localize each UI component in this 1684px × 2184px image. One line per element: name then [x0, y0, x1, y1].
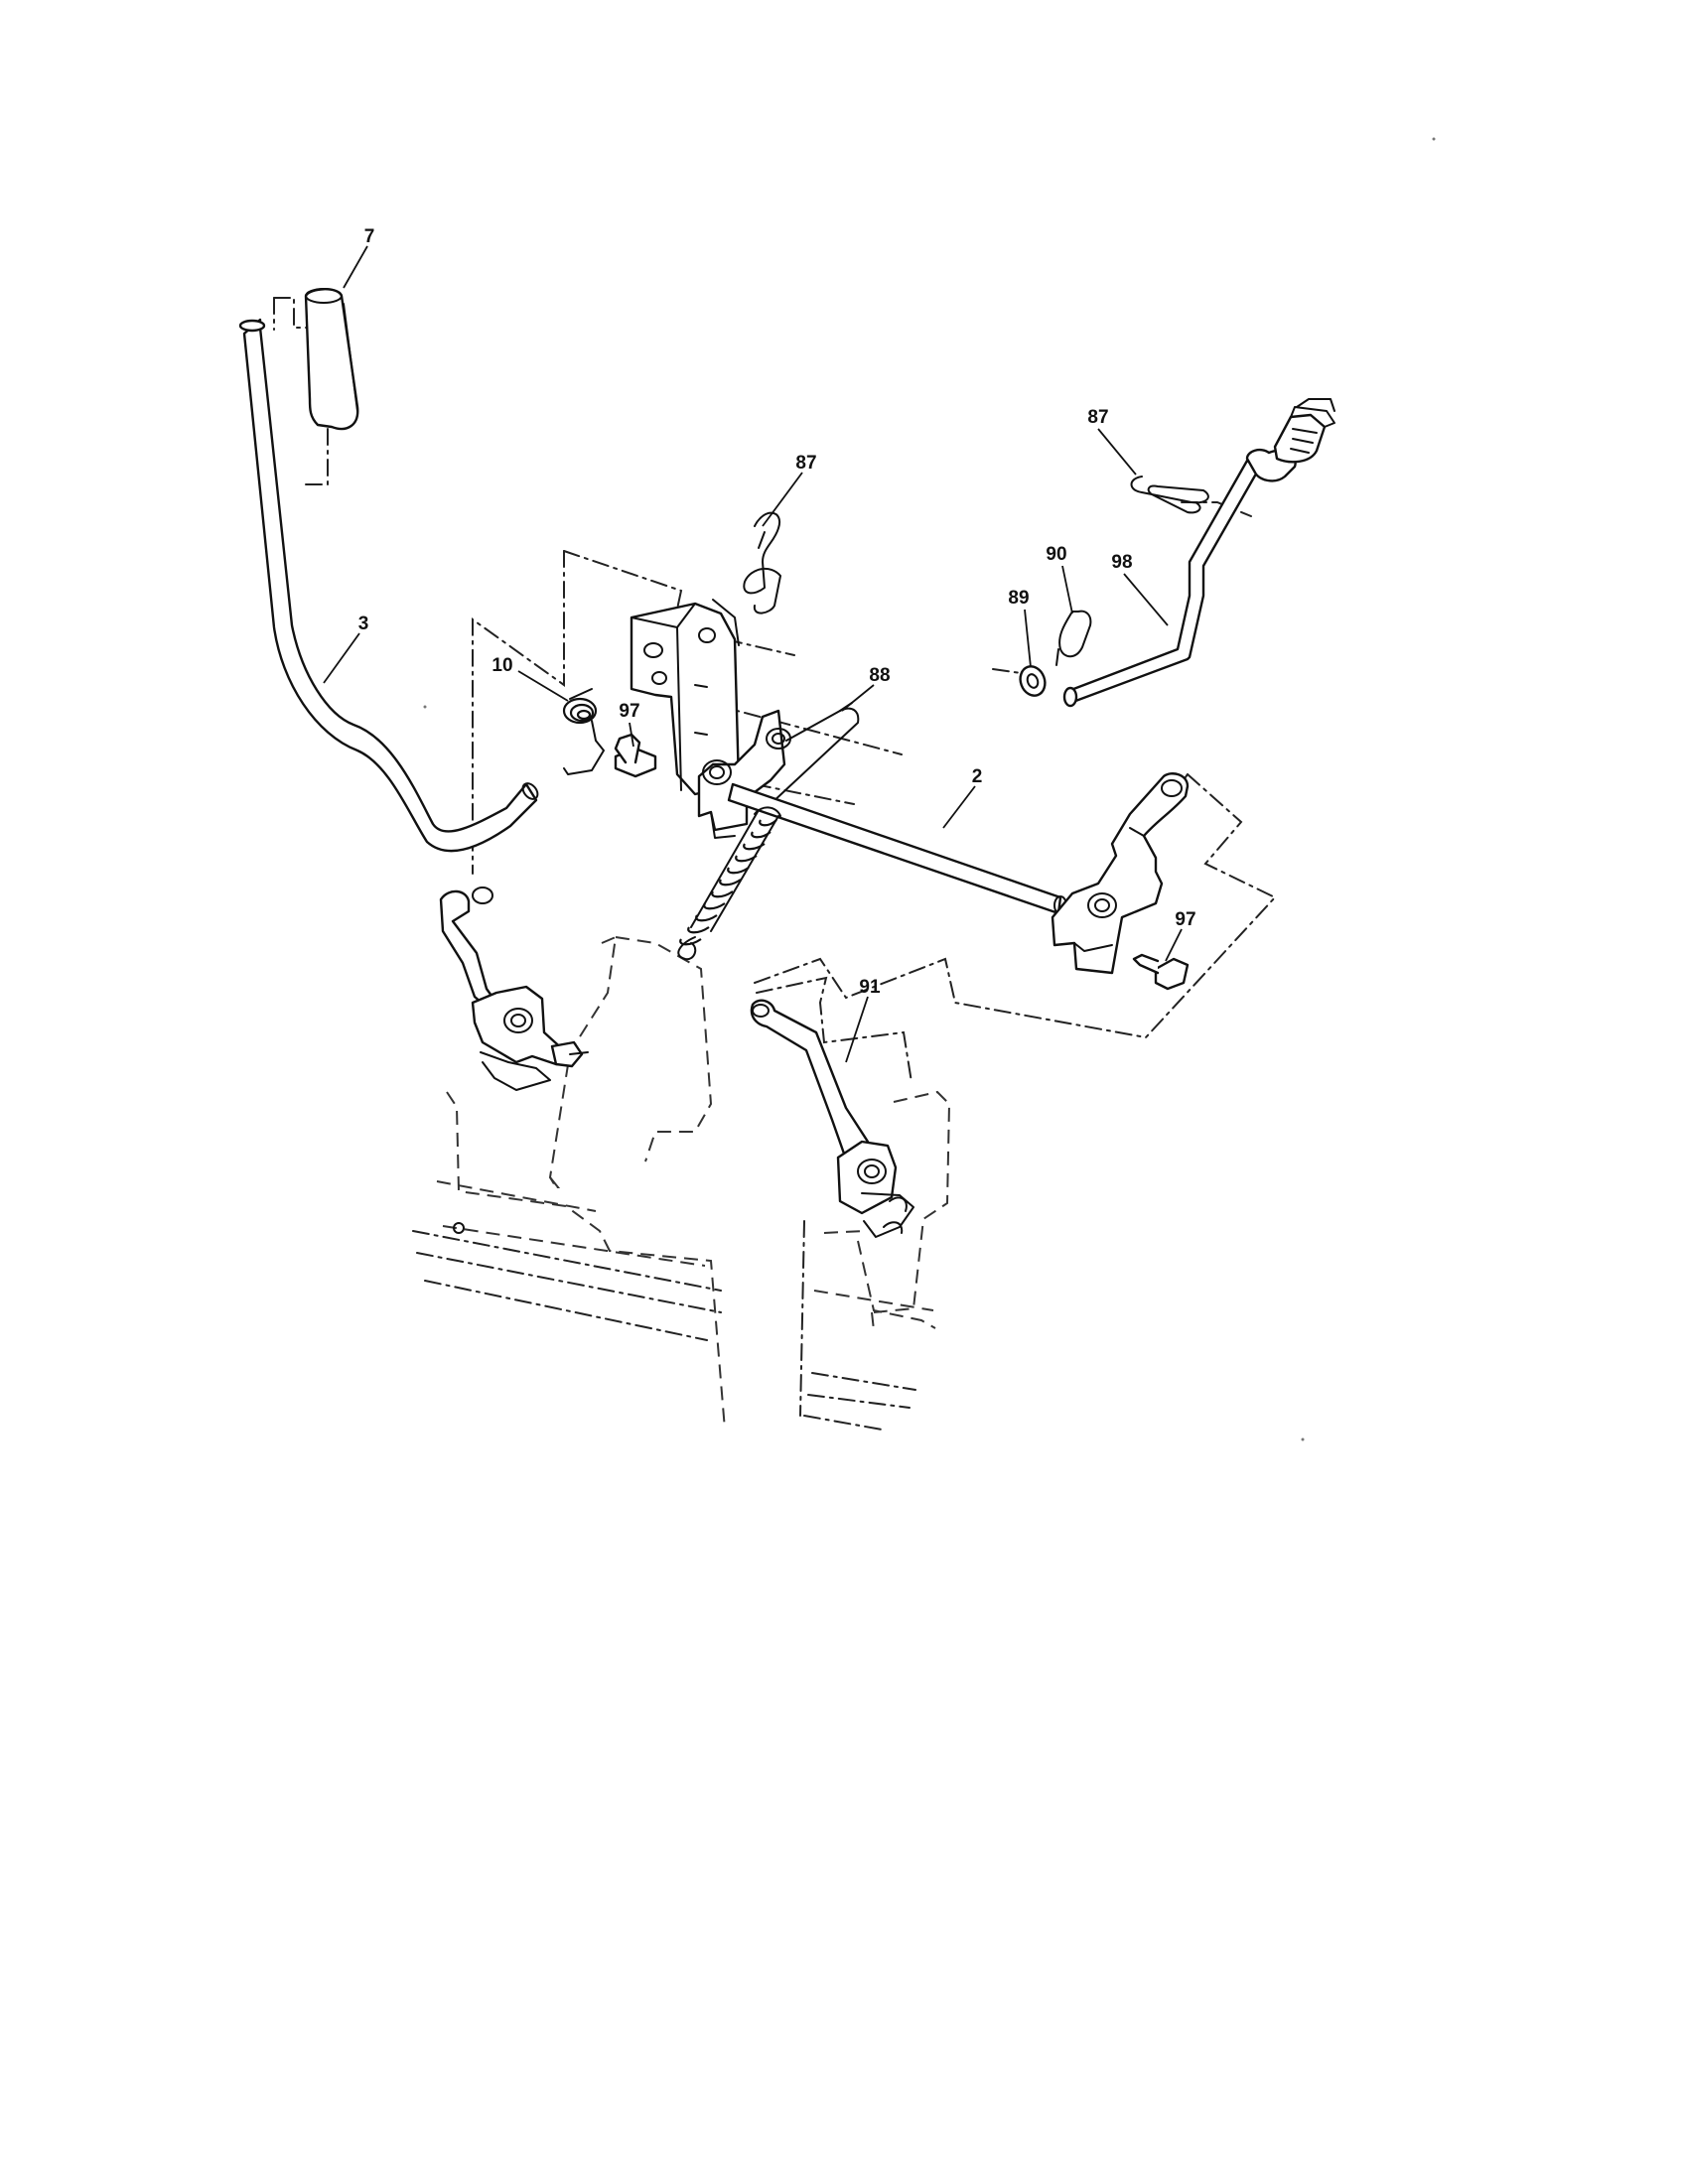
callout-label: 88 — [869, 665, 890, 686]
speck — [423, 705, 427, 709]
washer-part — [1019, 665, 1047, 697]
callout-label: 90 — [1046, 544, 1066, 565]
hairpin-right-part — [1130, 476, 1209, 514]
cross-shaft-part — [727, 782, 1067, 915]
callout-label: 87 — [795, 453, 816, 474]
callout-label: 2 — [972, 766, 983, 787]
left-deck-phantom — [412, 935, 726, 1431]
callout-label: 91 — [859, 977, 881, 998]
bolt-left-part — [614, 733, 657, 778]
bolt-right-part — [1132, 953, 1190, 991]
hairpin-center-part — [743, 511, 781, 614]
right-lift-arm-part — [1051, 772, 1190, 975]
pivot-plate-part — [697, 709, 791, 839]
grip-part — [304, 288, 359, 431]
callout-label: 87 — [1087, 407, 1108, 428]
callout-label: 97 — [619, 701, 639, 722]
left-deck-linkage-part — [439, 887, 589, 1091]
callout-label: 98 — [1111, 552, 1132, 573]
speck — [1432, 137, 1436, 141]
adjust-link-part — [1062, 398, 1335, 708]
lift-handle-part — [238, 318, 539, 853]
bracket-part — [630, 599, 741, 796]
torsion-spring-part — [562, 688, 605, 775]
deck-link-part — [750, 999, 914, 1238]
callout-label: 3 — [358, 614, 369, 634]
callout-label: 97 — [1175, 909, 1195, 930]
callout-label: 7 — [364, 226, 375, 247]
leader-lines — [323, 245, 1183, 1063]
cotter-pin-part — [1055, 610, 1092, 666]
callout-label: 89 — [1008, 588, 1029, 609]
phantom-frame-lines — [273, 297, 1277, 1431]
extension-spring-part — [677, 806, 781, 961]
speck — [1301, 1437, 1305, 1441]
callout-label: 10 — [491, 655, 512, 676]
right-deck-phantom — [813, 1090, 951, 1331]
callout-labels: 7 3 10 97 87 88 2 87 90 89 98 97 91 — [358, 226, 1196, 998]
